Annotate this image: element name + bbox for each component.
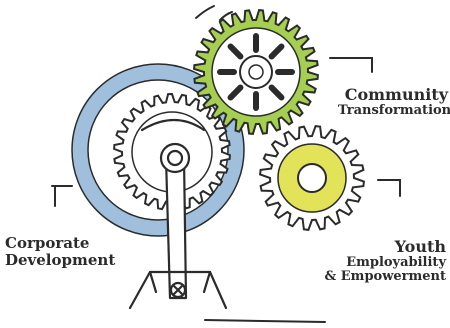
green-gear-hub <box>239 55 273 89</box>
green-gear-axle <box>248 64 264 80</box>
label-corporate-line1: Corporate <box>5 234 90 252</box>
label-community-line1: Community <box>344 85 448 104</box>
label-corporate-development: Corporate Development <box>5 235 115 268</box>
label-youth-line3: & Empowerment <box>324 268 446 284</box>
label-community-line2: Transformation <box>338 102 450 118</box>
green-sun-gear-icon <box>193 9 319 135</box>
label-youth-line1: Youth <box>394 237 446 256</box>
label-youth-line2: Employability <box>346 254 446 270</box>
label-youth-employability: Youth Employability & Empowerment <box>318 238 446 284</box>
sun-ray <box>268 43 285 60</box>
yellow-gear-hub <box>297 163 327 193</box>
sun-ray <box>268 84 285 101</box>
crank-handle <box>140 119 206 132</box>
decorative-strokes <box>51 5 401 323</box>
crank-icon <box>128 142 228 310</box>
sun-ray <box>227 84 244 101</box>
label-corporate-line2: Development <box>5 250 116 269</box>
blue-ring <box>71 63 245 237</box>
yellow-gear-icon <box>259 125 365 231</box>
sun-ray <box>227 43 244 60</box>
label-community-transformation: Community Transformation <box>338 85 450 118</box>
